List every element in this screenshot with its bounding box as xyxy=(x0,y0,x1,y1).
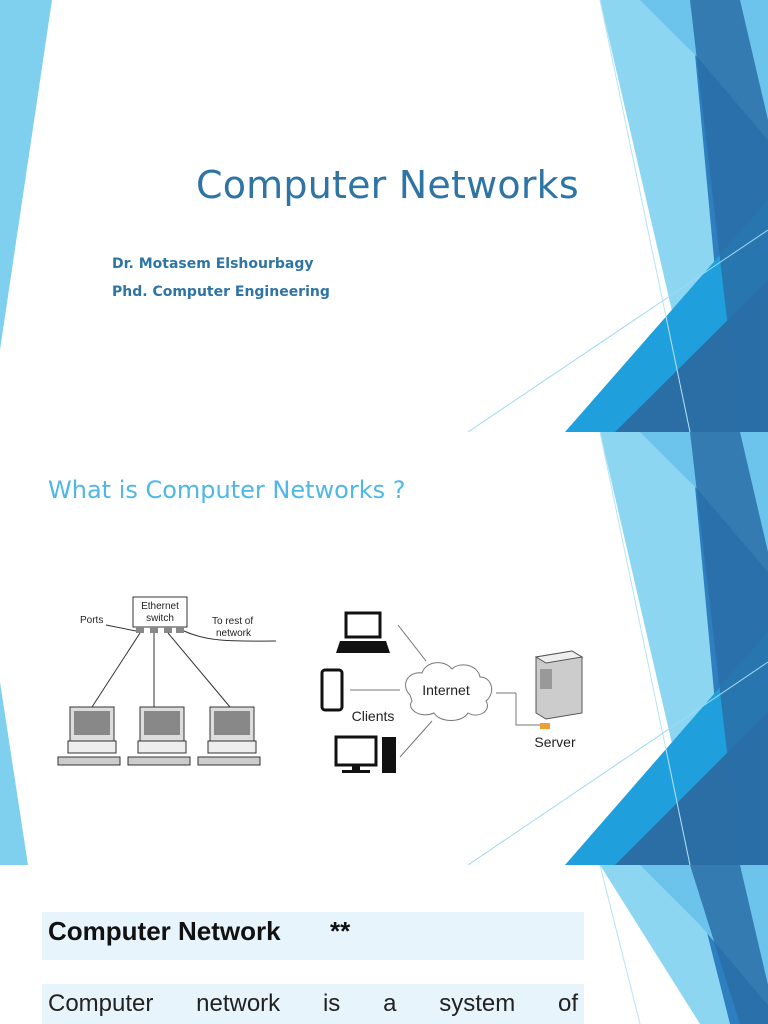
slide-background-shapes xyxy=(0,0,768,432)
internet-label: Internet xyxy=(422,682,470,698)
network-diagrams: Ethernet switch Ports To rest of network xyxy=(57,596,584,773)
body-word: system xyxy=(439,990,516,1017)
section-title: What is Computer Networks ? xyxy=(48,476,406,504)
author-name: Dr. Motasem Elshourbagy xyxy=(112,256,314,272)
heading-bar xyxy=(42,912,584,960)
switch-diagram: Ethernet switch Ports To rest of network xyxy=(57,596,277,766)
server-label: Server xyxy=(534,734,576,750)
server-icon xyxy=(534,650,584,729)
body-word: network xyxy=(196,990,281,1017)
body-word: Computer xyxy=(48,990,154,1017)
clients-label: Clients xyxy=(352,708,395,724)
client-server-diagram: Internet Clients Server xyxy=(320,611,584,773)
heading-mark: ** xyxy=(330,916,351,946)
content-heading: Computer Network xyxy=(48,916,281,946)
body-text: Computer network is a system of xyxy=(48,990,578,1018)
title-slide: Computer Networks Dr. Motasem Elshourbag… xyxy=(0,0,768,432)
smartphone-icon xyxy=(320,668,344,712)
body-word: of xyxy=(557,990,578,1017)
computer-3 xyxy=(197,706,261,766)
computer-1 xyxy=(57,706,121,766)
body-word: is xyxy=(322,990,341,1017)
slide-background-shapes xyxy=(0,432,768,865)
switch-port-4 xyxy=(176,627,184,633)
author-degree: Phd. Computer Engineering xyxy=(112,284,330,300)
internet-cloud xyxy=(405,662,493,721)
switch-port-3 xyxy=(164,627,172,633)
computer-2 xyxy=(127,706,191,766)
switch-port-2 xyxy=(150,627,158,633)
rest-of-network-label-2: network xyxy=(216,628,252,639)
ports-label: Ports xyxy=(80,615,103,626)
presentation-title: Computer Networks xyxy=(196,163,579,207)
rest-of-network-label-1: To rest of xyxy=(212,616,253,627)
switch-label-1: Ethernet xyxy=(141,601,179,612)
ethernet-switch-box xyxy=(132,596,188,628)
laptop-icon xyxy=(336,611,390,653)
switch-port-1 xyxy=(136,627,144,633)
body-bar xyxy=(42,984,584,1024)
desktop-icon xyxy=(334,735,396,773)
body-word: a xyxy=(383,990,397,1017)
switch-label-2: switch xyxy=(146,613,174,624)
slide-background-shapes xyxy=(599,865,768,1024)
